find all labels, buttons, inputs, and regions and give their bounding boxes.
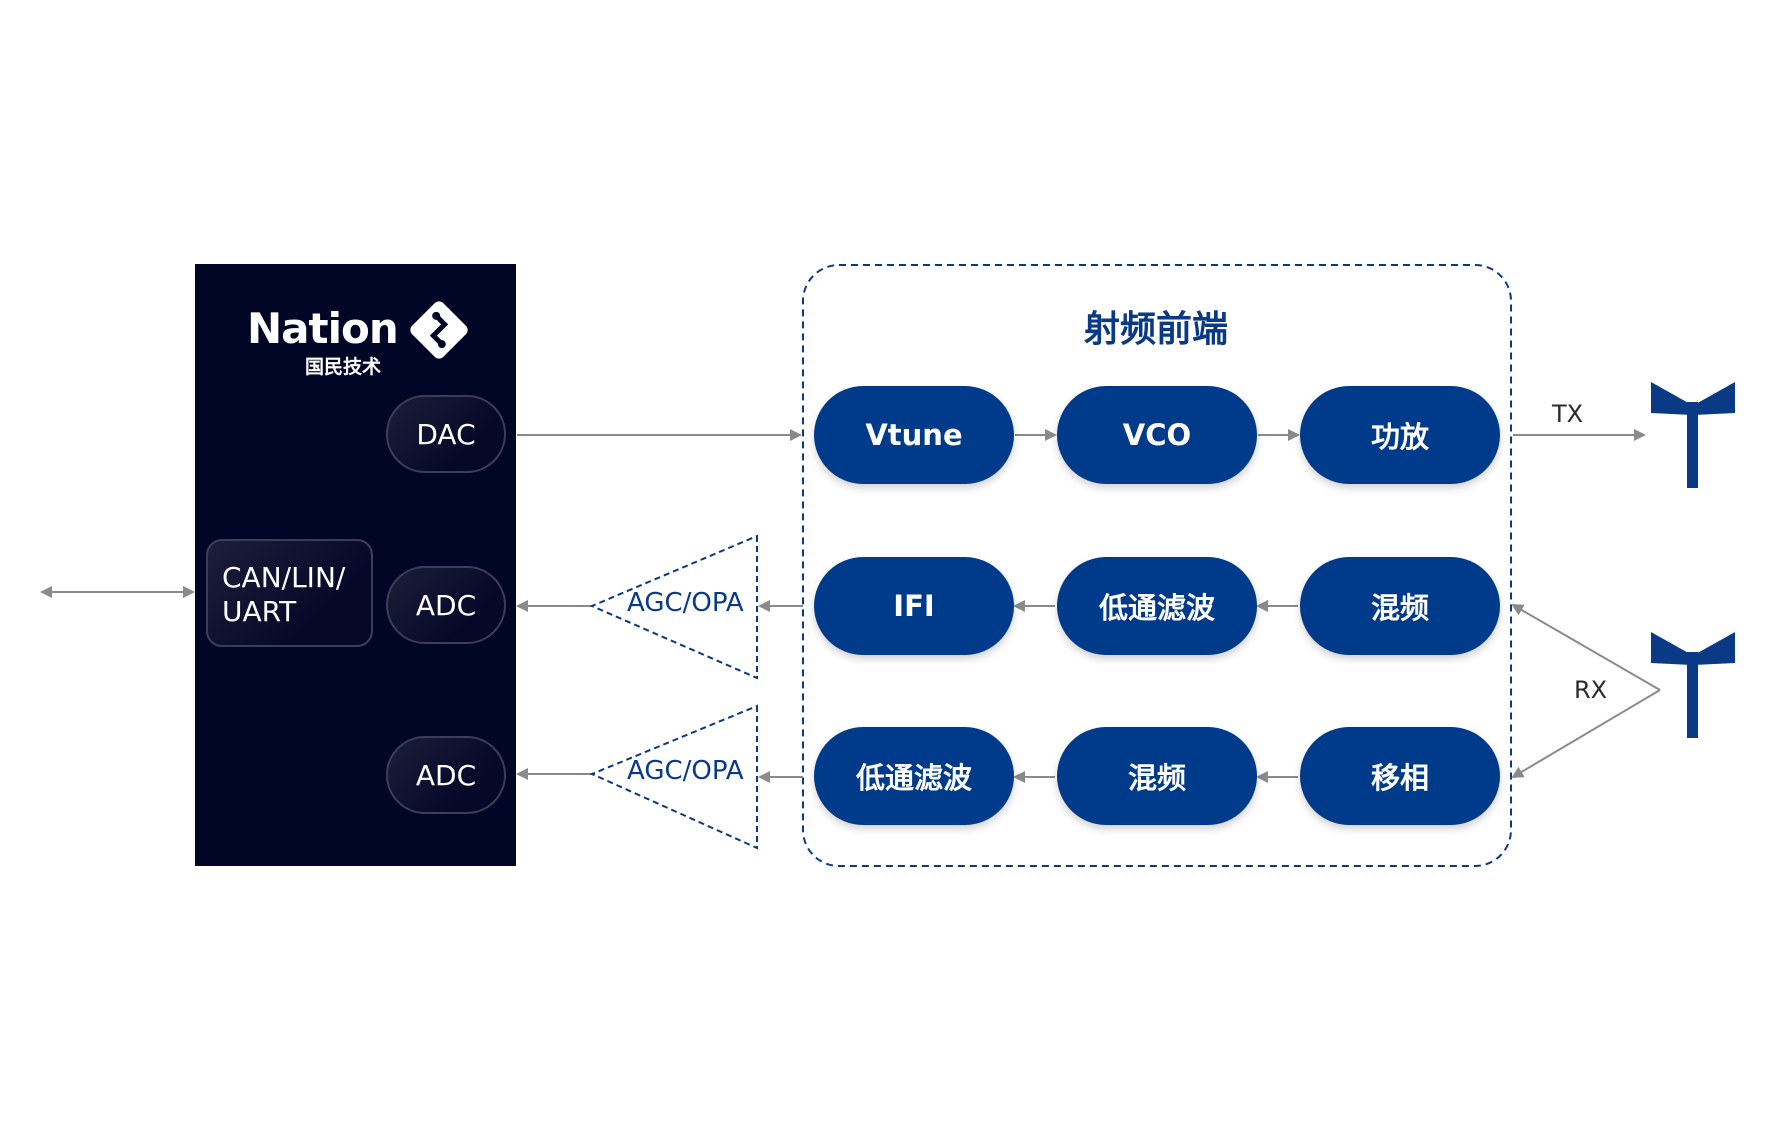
bus-label-line1: CAN/LIN/ [222, 561, 346, 594]
logo-wordmark: Nation [247, 304, 399, 353]
lowpass-filter-block-1: 低通滤波 [1057, 557, 1257, 655]
rx-to-mixer1-arrow [1511, 603, 1661, 691]
power-amp-block: 功放 [1300, 386, 1500, 484]
phase-shift-block: 移相 [1300, 727, 1500, 825]
vco-block: VCO [1057, 386, 1257, 484]
ifi-block: IFI [814, 557, 1014, 655]
adc-label-2: ADC [415, 758, 477, 792]
adc-block-1: ADC [386, 566, 506, 644]
mixer-label-1: 混频 [1370, 591, 1429, 625]
agc-opa-label-2: AGC/OPA [627, 756, 744, 786]
rx-to-phase-arrow [1511, 689, 1661, 779]
tx-label: TX [1552, 400, 1584, 428]
adc-label-1: ADC [415, 588, 477, 622]
mixer-label-2: 混频 [1127, 761, 1186, 795]
power-amp-label: 功放 [1370, 420, 1429, 454]
nation-logo-icon [410, 301, 468, 359]
agc-triangle-2 [589, 704, 758, 850]
mixer-block-2: 混频 [1057, 727, 1257, 825]
agc-triangle-1 [589, 534, 758, 680]
ifi-label: IFI [893, 589, 935, 623]
lowpass-filter-block-2: 低通滤波 [814, 727, 1014, 825]
vtune-block: Vtune [814, 386, 1014, 484]
nation-logo: Nation 国民技术 [247, 301, 477, 378]
vtune-label: Vtune [865, 418, 963, 452]
rx-antenna-icon [1651, 632, 1735, 738]
bus-label-line2: UART [222, 595, 297, 628]
can-lin-uart-block: CAN/LIN/ UART [206, 539, 373, 647]
rf-frontend-title: 射频前端 [1083, 309, 1228, 350]
logo-cn-text: 国民技术 [305, 356, 382, 378]
lowpass-filter-label-1: 低通滤波 [1098, 591, 1215, 625]
agc-opa-label-1: AGC/OPA [627, 588, 744, 618]
rx-label: RX [1574, 676, 1608, 704]
mixer-block-1: 混频 [1300, 557, 1500, 655]
dac-block: DAC [386, 395, 506, 473]
rf-frontend-container [802, 264, 1512, 867]
dac-label: DAC [416, 417, 476, 451]
vco-label: VCO [1122, 418, 1192, 452]
adc-block-2: ADC [386, 736, 506, 814]
tx-antenna-icon [1651, 382, 1735, 488]
lowpass-filter-label-2: 低通滤波 [855, 761, 972, 795]
phase-shift-label: 移相 [1370, 761, 1429, 795]
mcu-block: Nation 国民技术 DAC CAN/LIN/ UART ADC ADC [195, 264, 516, 866]
